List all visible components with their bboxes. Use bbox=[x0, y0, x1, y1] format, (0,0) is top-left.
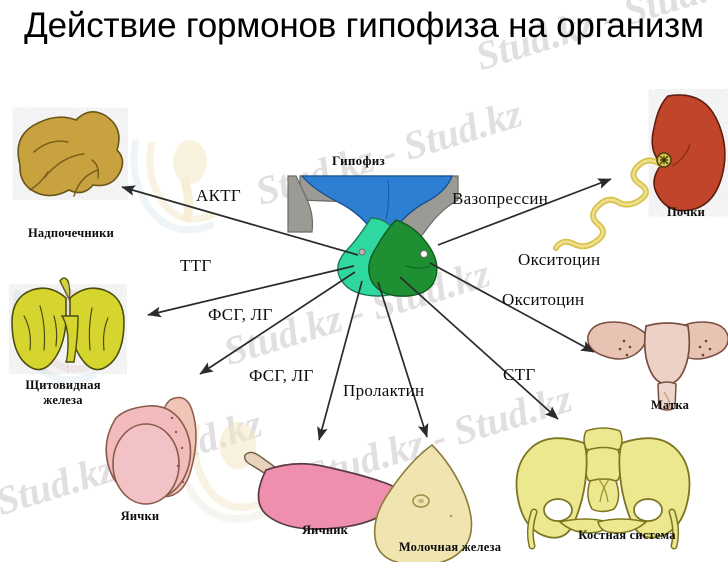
arrow-to-skeletal bbox=[399, 276, 559, 420]
organ-kidneys bbox=[553, 94, 726, 251]
organ-label-uterus: Матка bbox=[650, 398, 690, 412]
hormone-label-fsg-lg-1: ФСГ, ЛГ bbox=[208, 305, 273, 324]
hormone-label-oxytocin-2: Окситоцин bbox=[502, 290, 585, 309]
organ-label-thyroid: Щитовидная железа bbox=[8, 378, 118, 408]
hormone-label-vasopressin: Вазопрессин bbox=[452, 189, 549, 208]
organ-thyroid-gland bbox=[11, 277, 125, 371]
organ-label-ovary: Яичник bbox=[301, 523, 349, 537]
organ-mammary-gland bbox=[373, 443, 473, 562]
organ-label-adrenal: Надпочечники bbox=[28, 226, 114, 240]
nephron-icon bbox=[553, 152, 672, 251]
arrow-to-ovary bbox=[317, 280, 363, 441]
arrow-to-thyroid bbox=[147, 265, 355, 318]
hormone-arrows bbox=[121, 178, 612, 441]
pituitary-gland bbox=[287, 175, 459, 297]
organ-label-skeletal: Костная система bbox=[578, 528, 676, 542]
arrow-to-testes bbox=[199, 271, 356, 375]
organ-label-kidneys: Почки bbox=[666, 205, 706, 219]
organ-uterus bbox=[587, 321, 728, 411]
organ-label-thyroid-line2: железа bbox=[43, 393, 83, 407]
arrow-to-uterus bbox=[429, 262, 595, 353]
organ-label-mammary: Молочная железа bbox=[398, 540, 502, 554]
organ-label-thyroid-line1: Щитовидная bbox=[25, 378, 101, 392]
hormone-label-fsg-lg-2: ФСГ, ЛГ bbox=[249, 366, 314, 385]
organ-label-testes: Яички bbox=[120, 509, 160, 523]
organ-adrenal-glands bbox=[17, 111, 124, 197]
organ-testes bbox=[105, 396, 197, 505]
arrow-to-mammary bbox=[377, 281, 429, 438]
hormone-label-stg: СТГ bbox=[503, 365, 536, 384]
arrow-to-kidney bbox=[437, 178, 612, 246]
organ-skeletal-system bbox=[515, 427, 691, 550]
hormone-label-oxytocin-1: Окситоцин bbox=[518, 250, 601, 269]
hormone-label-prolactin: Пролактин bbox=[343, 381, 425, 400]
page-title: Действие гормонов гипофиза на организм bbox=[24, 6, 704, 45]
pituitary-label: Гипофиз bbox=[332, 153, 386, 168]
hormone-label-aktg: АКТГ bbox=[196, 186, 242, 205]
hormone-label-ttg: ТТГ bbox=[180, 256, 212, 275]
